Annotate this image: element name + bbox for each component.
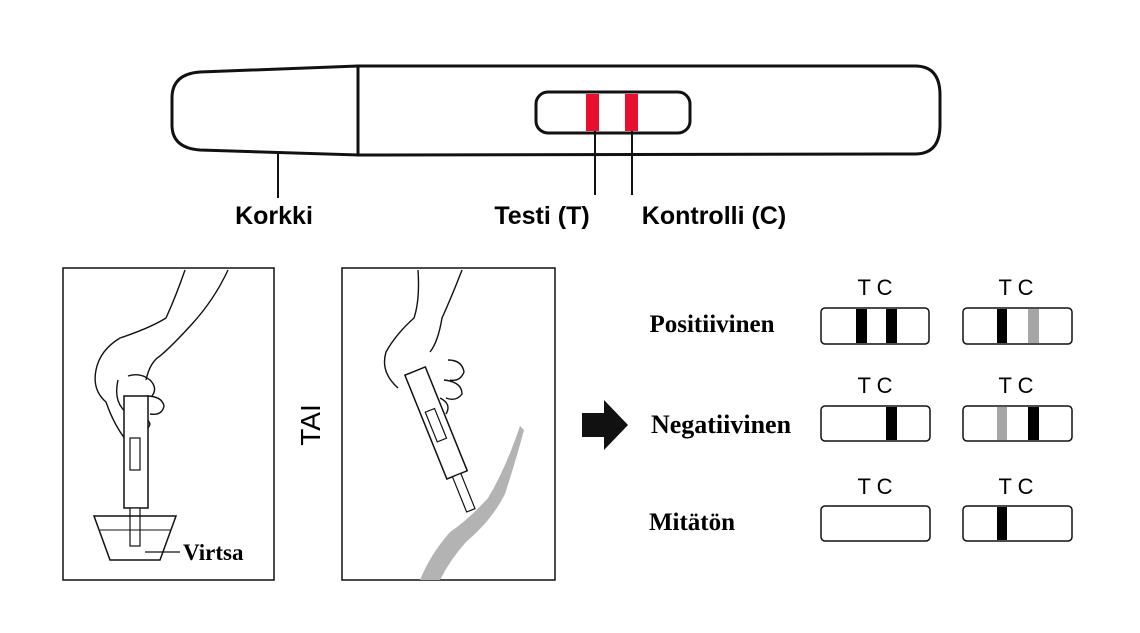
tc-label: T C bbox=[998, 373, 1033, 398]
stick-window bbox=[129, 437, 141, 471]
test-line-mark bbox=[997, 507, 1007, 540]
stick-tip bbox=[129, 507, 141, 547]
test-line-faint-mark bbox=[997, 407, 1007, 440]
urine-label: Virtsa bbox=[183, 540, 244, 565]
fingers-illustration bbox=[115, 373, 165, 431]
result-window bbox=[534, 90, 692, 135]
tc-label: T C bbox=[857, 474, 892, 499]
test-line-mark bbox=[997, 309, 1007, 343]
result-window-positive-2 bbox=[962, 307, 1073, 345]
urine-cup bbox=[92, 515, 178, 561]
stick-window bbox=[424, 407, 448, 443]
tc-label: T C bbox=[998, 275, 1033, 300]
hand-illustration bbox=[94, 269, 229, 441]
result-window-invalid-2 bbox=[962, 505, 1073, 542]
stick-tip bbox=[451, 472, 476, 513]
tc-label: T C bbox=[857, 275, 892, 300]
fingers-illustration bbox=[439, 359, 465, 415]
control-line-mark bbox=[886, 309, 897, 343]
method-cup-panel: Virtsa bbox=[62, 267, 275, 581]
test-device: Korkki Testi (T) Kontrolli (C) bbox=[170, 64, 942, 230]
result-label-negative: Negatiivinen bbox=[651, 410, 792, 439]
control-line-mark bbox=[886, 407, 897, 440]
arrow-icon bbox=[582, 400, 628, 450]
result-window-invalid-1 bbox=[820, 505, 931, 542]
result-label-positive: Positiivinen bbox=[649, 311, 774, 338]
control-line bbox=[625, 94, 638, 131]
test-line bbox=[586, 94, 599, 131]
hand-illustration bbox=[383, 269, 463, 389]
tc-label: T C bbox=[998, 474, 1033, 499]
result-label-invalid: Mitätön bbox=[649, 509, 735, 536]
method-stream-panel bbox=[341, 267, 556, 581]
control-line-mark bbox=[1028, 407, 1039, 440]
urine-stream bbox=[420, 426, 524, 580]
control-label: Kontrolli (C) bbox=[642, 202, 786, 230]
or-label: TAI bbox=[295, 404, 326, 445]
result-window-negative-2 bbox=[962, 405, 1073, 442]
test-line-mark bbox=[856, 309, 867, 343]
result-window-positive-1 bbox=[820, 307, 930, 345]
device-cap bbox=[170, 64, 360, 157]
panel-frame bbox=[62, 267, 275, 581]
stick-body bbox=[123, 395, 149, 509]
test-label: Testi (T) bbox=[494, 202, 589, 230]
control-line-faint-mark bbox=[1028, 309, 1039, 343]
results-section: Positiivinen Negatiivinen Mitätön T C T … bbox=[649, 275, 1073, 542]
tc-label: T C bbox=[857, 373, 892, 398]
cap-label: Korkki bbox=[235, 202, 313, 230]
result-window-negative-1 bbox=[820, 405, 931, 442]
